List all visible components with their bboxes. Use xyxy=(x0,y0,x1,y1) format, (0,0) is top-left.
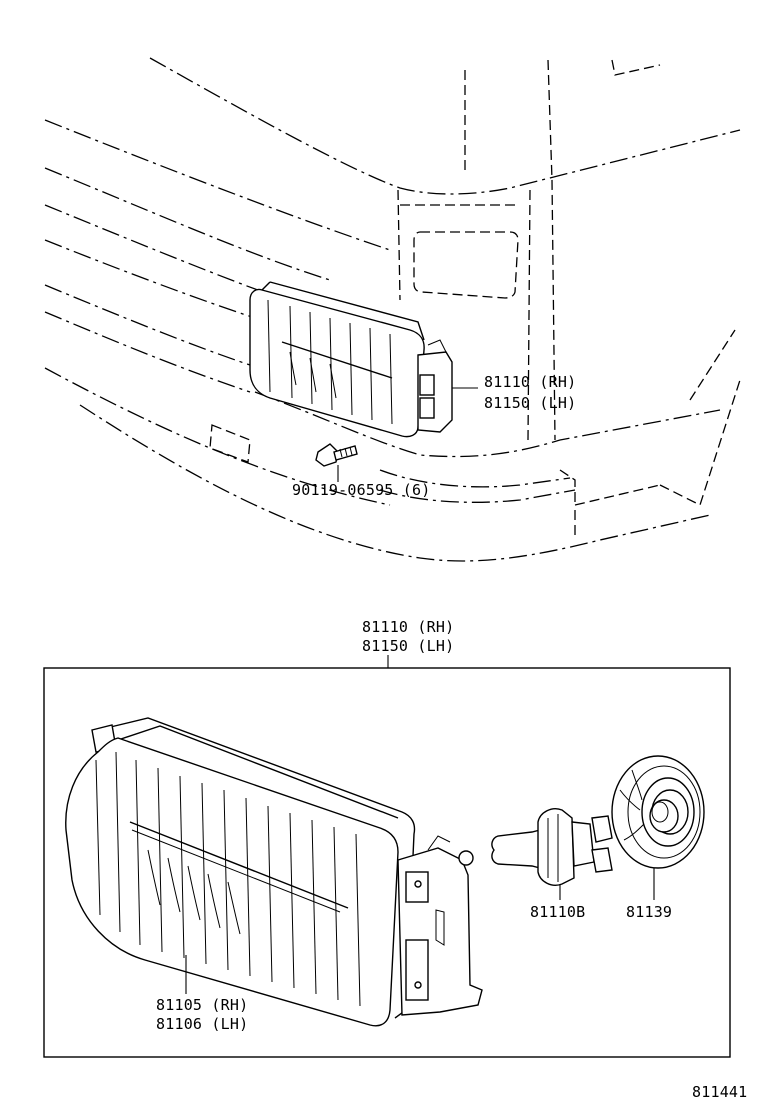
detail-frame xyxy=(43,667,731,1058)
top-assembly-label-lh: 81150 (LH) xyxy=(484,394,576,412)
lens-label-rh: 81105 (RH) xyxy=(156,996,248,1014)
bulb-label: 81110B xyxy=(530,903,585,921)
vehicle-body-outline xyxy=(44,57,741,562)
detail-assembly-label-lh: 81150 (LH) xyxy=(362,637,454,655)
screw-icon xyxy=(315,443,358,467)
screw-part-label: 90119-06595 (6) xyxy=(292,481,430,499)
headlamp-lens-assembly xyxy=(65,717,483,1027)
top-assembly-label-rh: 81110 (RH) xyxy=(484,373,576,391)
socket-cover-label: 81139 xyxy=(626,903,672,921)
lens-label-lh: 81106 (LH) xyxy=(156,1015,248,1033)
figure-number: 811441 xyxy=(692,1083,747,1101)
bulb-icon xyxy=(491,808,613,886)
headlamp-installed xyxy=(249,281,453,438)
detail-assembly-label-rh: 81110 (RH) xyxy=(362,618,454,636)
socket-cover-icon xyxy=(611,755,705,869)
